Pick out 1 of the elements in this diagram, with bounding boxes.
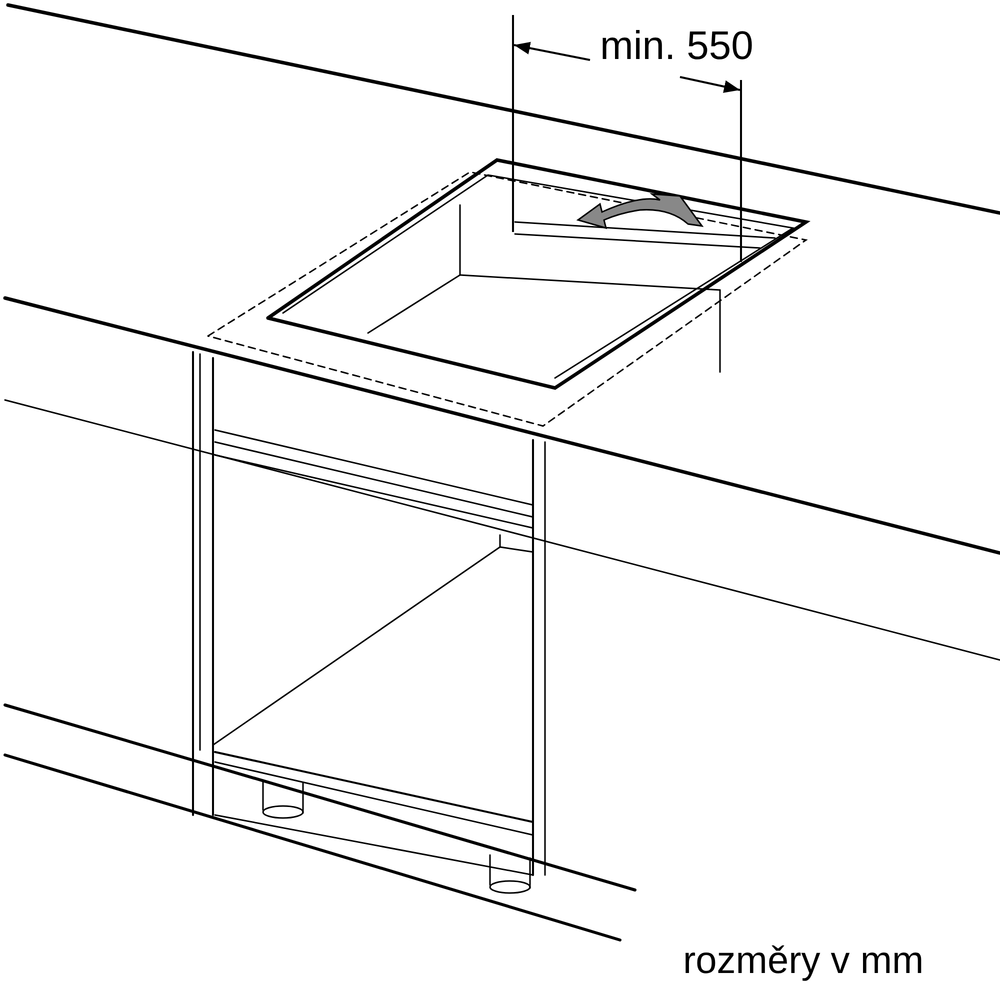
note-text: rozměry v mm: [683, 942, 924, 980]
